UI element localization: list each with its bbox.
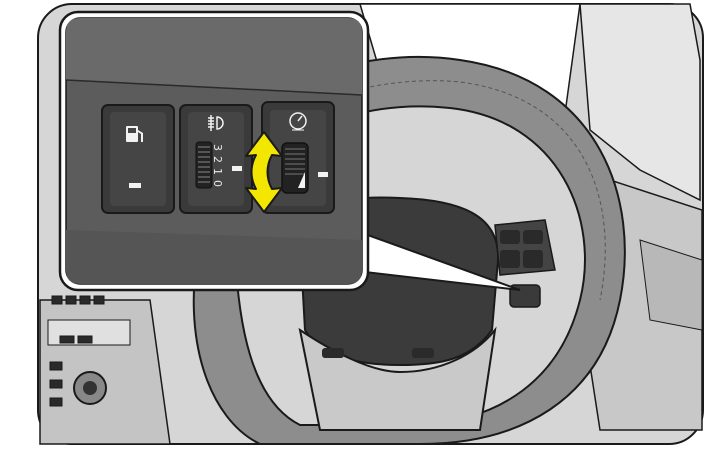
level-mark-2: 2: [211, 156, 224, 163]
illumination-switch: [261, 101, 335, 214]
illumination-dial: [281, 142, 309, 194]
fog-lamp-switch: 3 2 1 0: [179, 104, 253, 214]
steering-controls-right: [494, 219, 556, 276]
fuel-lid-switch: [101, 104, 175, 214]
up-down-arrow-icon: [245, 131, 283, 213]
leveling-scale: 3 2 1 0: [211, 144, 224, 187]
headlamp-leveling-wheel: [195, 141, 213, 189]
illumination-indicator: [318, 172, 328, 177]
callout-box: 3 2 1 0: [58, 10, 370, 292]
dash-illumination-icon: [289, 112, 307, 131]
fuel-lid-indicator: [129, 183, 141, 188]
rear-fog-lamp-icon: [208, 115, 224, 131]
level-mark-3: 3: [211, 144, 224, 151]
console-buttons: [49, 295, 105, 407]
level-mark-1: 1: [211, 168, 224, 175]
fuel-pump-icon: [126, 126, 143, 142]
level-mark-0: 0: [211, 180, 224, 187]
fog-lamp-indicator: [232, 166, 242, 171]
